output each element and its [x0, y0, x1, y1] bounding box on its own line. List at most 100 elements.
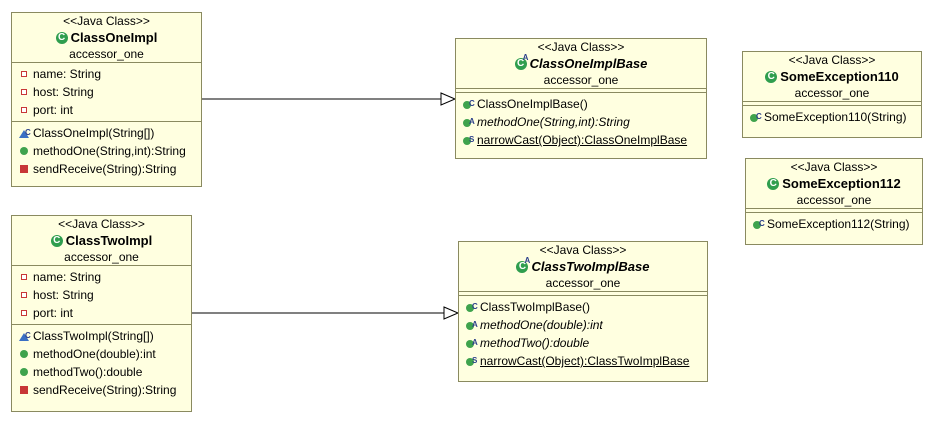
method-label: methodTwo():double	[480, 336, 590, 350]
stereotype-label: <<Java Class>>	[58, 217, 145, 231]
abstract-method-icon: A	[465, 319, 478, 331]
package-label: accessor_one	[794, 86, 870, 100]
constructor-icon: C	[18, 330, 31, 342]
package-label: accessor_one	[543, 73, 619, 87]
java-class-icon: C	[50, 234, 63, 247]
field-row[interactable]: host: String	[18, 286, 191, 304]
public-method-icon	[18, 366, 30, 378]
field-label: name: String	[33, 270, 102, 284]
fields-section	[743, 101, 921, 105]
package-label: accessor_one	[796, 193, 872, 207]
stereotype-label: <<Java Class>>	[537, 40, 625, 54]
method-label: SomeException110(String)	[764, 110, 907, 124]
fields-section: name: String host: String port: int	[12, 62, 201, 121]
private-field-icon	[18, 68, 30, 80]
field-row[interactable]: host: String	[18, 83, 201, 101]
class-name: ClassTwoImpl	[65, 233, 153, 248]
method-label: sendReceive(String):String	[33, 162, 177, 176]
method-row[interactable]: methodOne(String,int):String	[18, 142, 201, 160]
some-exception-112-box[interactable]: <<Java Class>> C SomeException112 access…	[745, 158, 923, 245]
field-row[interactable]: name: String	[18, 268, 191, 286]
private-field-icon	[18, 104, 30, 116]
method-label: methodOne(String,int):String	[477, 115, 630, 129]
class-name: ClassTwoImplBase	[531, 259, 650, 274]
method-row[interactable]: methodTwo():double	[18, 363, 191, 381]
java-class-icon: C	[55, 31, 68, 44]
generalization-arrowhead-two	[443, 306, 460, 320]
stereotype-label: <<Java Class>>	[788, 53, 876, 67]
method-label: methodOne(String,int):String	[33, 144, 186, 158]
public-method-icon	[18, 145, 30, 157]
method-label: methodOne(double):int	[33, 347, 156, 361]
public-method-icon	[18, 348, 30, 360]
method-label: ClassTwoImplBase()	[480, 300, 591, 314]
abstract-method-icon: A	[465, 337, 478, 349]
field-label: host: String	[33, 85, 94, 99]
field-row[interactable]: port: int	[18, 304, 191, 322]
private-field-icon	[18, 271, 30, 283]
constructor-icon: C	[749, 111, 762, 123]
java-class-icon: C	[767, 177, 780, 190]
package-label: accessor_one	[64, 250, 139, 264]
method-row[interactable]: methodOne(double):int	[18, 345, 191, 363]
package-label: accessor_one	[545, 276, 621, 290]
field-label: host: String	[33, 288, 94, 302]
method-label: narrowCast(Object):ClassOneImplBase	[477, 133, 688, 147]
field-row[interactable]: port: int	[18, 101, 201, 119]
class-name: ClassOneImpl	[70, 30, 158, 45]
field-label: port: int	[33, 103, 74, 117]
package-label: accessor_one	[69, 47, 144, 61]
private-field-icon	[18, 86, 30, 98]
method-label: ClassOneImpl(String[])	[33, 126, 155, 140]
class-name: SomeException112	[782, 176, 901, 191]
method-row[interactable]: sendReceive(String):String	[18, 160, 201, 178]
fields-section	[746, 208, 922, 212]
abstract-method-icon: A	[462, 116, 475, 128]
method-label: methodTwo():double	[33, 365, 143, 379]
field-label: name: String	[33, 67, 102, 81]
constructor-icon: C	[752, 218, 765, 230]
class-two-impl-box[interactable]: <<Java Class>> C ClassTwoImpl accessor_o…	[11, 215, 192, 412]
method-label: SomeException112(String)	[767, 217, 910, 231]
class-one-impl-box[interactable]: <<Java Class>> C ClassOneImpl accessor_o…	[11, 12, 202, 187]
constructor-icon: C	[465, 301, 478, 313]
private-method-icon	[18, 384, 30, 396]
some-exception-110-box[interactable]: <<Java Class>> C SomeException110 access…	[742, 51, 922, 138]
fields-section	[459, 291, 707, 295]
method-label: narrowCast(Object):ClassTwoImplBase	[480, 354, 690, 368]
constructor-icon: C	[18, 127, 31, 139]
method-label: methodOne(double):int	[480, 318, 603, 332]
fields-section: name: String host: String port: int	[12, 265, 191, 324]
java-class-icon: C	[765, 70, 778, 83]
method-row[interactable]: sendReceive(String):String	[18, 381, 191, 399]
static-method-icon: S	[465, 355, 477, 367]
method-label: ClassTwoImpl(String[])	[33, 329, 154, 343]
private-method-icon	[18, 163, 30, 175]
field-row[interactable]: name: String	[18, 65, 201, 83]
private-field-icon	[18, 289, 30, 301]
field-label: port: int	[33, 306, 74, 320]
stereotype-label: <<Java Class>>	[539, 243, 627, 257]
